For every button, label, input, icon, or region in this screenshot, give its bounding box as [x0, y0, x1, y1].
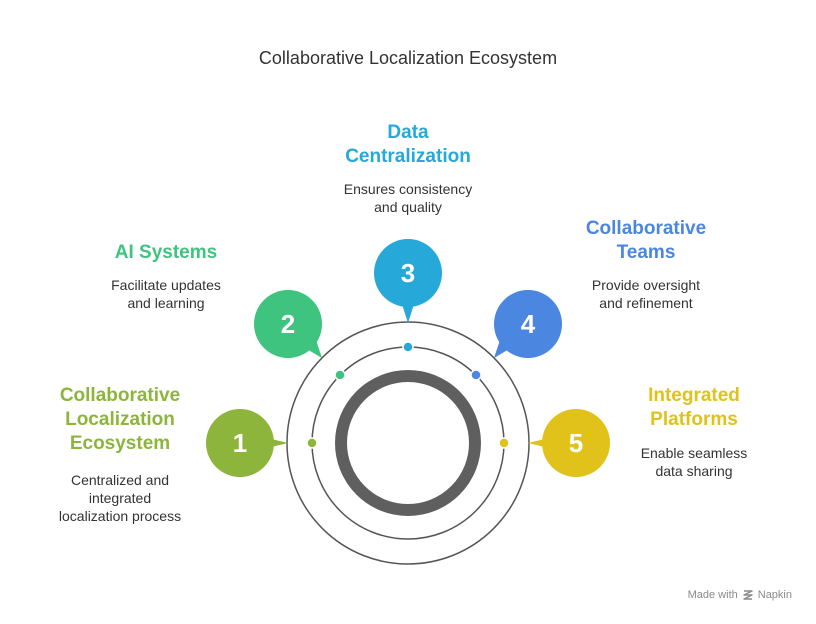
ring-dot-1	[306, 437, 318, 449]
outer-ring	[286, 321, 530, 565]
step-bubble-3: 3	[374, 239, 442, 323]
step-number-4: 4	[521, 309, 536, 339]
step-number-3: 3	[401, 258, 415, 288]
step-number-2: 2	[281, 309, 295, 339]
bubble-circle-2	[254, 290, 322, 358]
step-heading-1: Collaborative Localization Ecosystem	[59, 385, 181, 454]
ring-dot-4	[470, 369, 482, 381]
step-description-3: Ensures consistency and quality	[343, 181, 473, 215]
bubble-circle-1	[206, 409, 274, 477]
step-bubble-4: 4	[494, 290, 562, 358]
core-ring	[335, 370, 481, 516]
step-number-1: 1	[233, 428, 247, 458]
step-bubble-5: 5	[528, 409, 610, 477]
napkin-logo-icon	[743, 590, 753, 600]
step-heading-3: Data Centralization	[345, 122, 471, 167]
diagram-title: Collaborative Localization Ecosystem	[258, 48, 558, 68]
napkin-footer[interactable]: Made with Napkin	[688, 589, 792, 601]
ring-dot-2	[334, 369, 346, 381]
step-description-5: Enable seamless data sharing	[640, 445, 748, 479]
step-description-1: Centralized and integrated localization …	[58, 472, 182, 524]
step-heading-4: Collaborative Teams	[585, 218, 707, 263]
ring-dot-5	[498, 437, 510, 449]
step-bubble-2: 2	[254, 290, 322, 358]
step-heading-2: AI Systems	[114, 242, 218, 263]
made-with-label: Made with	[687, 589, 738, 601]
step-description-2: Facilitate updates and learning	[111, 277, 221, 311]
step-number-5: 5	[569, 428, 583, 458]
step-heading-5: Integrated Platforms	[648, 385, 740, 430]
bubble-circle-3	[374, 239, 442, 307]
bubble-circle-4	[494, 290, 562, 358]
step-bubble-1: 1	[206, 409, 288, 477]
bubble-circle-5	[542, 409, 610, 477]
step-description-4: Provide oversight and refinement	[591, 277, 701, 311]
ring-dot-3	[402, 341, 414, 353]
napkin-brand-label: Napkin	[757, 589, 792, 601]
